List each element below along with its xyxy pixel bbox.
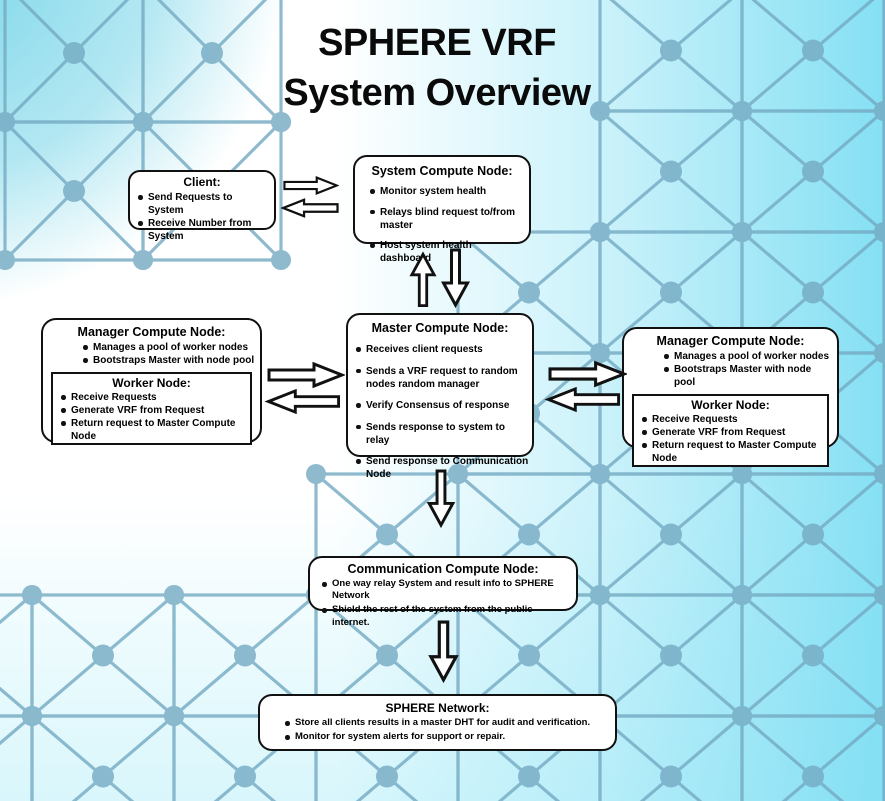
bullet-item: Relays blind request to/from master [370, 206, 525, 232]
arrow-master-to-system-up-icon [409, 251, 437, 308]
manager-compute-node-left-box: Manager Compute Node: Manages a pool of … [41, 318, 262, 445]
manager-right-title: Manager Compute Node: [656, 334, 805, 348]
bullet-item: Bootstraps Master with node pool [83, 354, 256, 367]
arrow-communication-to-sphere-down-icon [428, 620, 459, 683]
arrow-managerright-to-master-left-icon [544, 387, 621, 412]
bullet-item: Receives client requests [356, 343, 530, 356]
bullet-item: Shield the rest of the system from the p… [322, 604, 572, 629]
communication-node-title: Communication Compute Node: [347, 562, 539, 576]
bullet-item: Receive Number from System [138, 217, 270, 243]
sphere-network-title: SPHERE Network: [385, 701, 490, 715]
communication-compute-node-box: Communication Compute Node: One way rela… [308, 556, 578, 628]
bullet-item: Generate VRF from Request [61, 404, 246, 417]
arrow-system-to-client-left-icon [281, 198, 339, 218]
worker-left-title: Worker Node: [112, 376, 191, 390]
page-title-line2: System Overview [283, 72, 591, 114]
arrow-client-to-system-right-icon [283, 176, 339, 195]
bullet-item: Sends response to system to relay [356, 421, 530, 447]
arrow-master-to-managerleft-left-icon [264, 389, 341, 414]
client-node-title: Client: [183, 175, 221, 189]
manager-right-bullets: Manages a pool of worker nodes Bootstrap… [624, 350, 837, 389]
master-compute-node-box: Master Compute Node: Receives client req… [346, 313, 534, 480]
bullet-item: Verify Consensus of response [356, 399, 530, 412]
master-node-bullets: Receives client requests Sends a VRF req… [348, 343, 532, 481]
system-compute-node-title: System Compute Node: [371, 164, 513, 178]
bullet-item: Bootstraps Master with node pool [664, 363, 833, 389]
bullet-item: Sends a VRF request to random nodes rand… [356, 365, 530, 391]
bullet-item: Generate VRF from Request [642, 426, 823, 439]
system-compute-node-box: System Compute Node: Monitor system heal… [353, 155, 531, 264]
arrow-master-to-managerright-right-icon [548, 360, 627, 388]
client-node-bullets: Send Requests to System Receive Number f… [130, 191, 274, 243]
bullet-item: Send response to Communication Node [356, 455, 530, 481]
worker-node-right-box: Worker Node: Receive Requests Generate V… [632, 394, 829, 467]
worker-left-bullets: Receive Requests Generate VRF from Reque… [53, 391, 250, 443]
bullet-item: Return request to Master Compute Node [642, 439, 823, 465]
bullet-item: Send Requests to System [138, 191, 270, 217]
manager-compute-node-right-box: Manager Compute Node: Manages a pool of … [622, 327, 839, 467]
worker-right-bullets: Receive Requests Generate VRF from Reque… [634, 413, 827, 465]
sphere-network-bullets: Store all clients results in a master DH… [260, 717, 615, 744]
arrow-managerleft-to-master-right-icon [267, 361, 345, 389]
communication-node-bullets: One way relay System and result info to … [310, 578, 576, 629]
bullet-item: Return request to Master Compute Node [61, 417, 246, 443]
bullet-item: Manages a pool of worker nodes [664, 350, 833, 363]
page-title: SPHERE VRF System Overview [246, 18, 628, 118]
manager-left-bullets: Manages a pool of worker nodes Bootstrap… [43, 341, 260, 367]
system-compute-node-bullets: Monitor system health Relays blind reque… [355, 185, 529, 265]
sphere-network-box: SPHERE Network: Store all clients result… [258, 694, 617, 751]
worker-node-left-box: Worker Node: Receive Requests Generate V… [51, 372, 252, 445]
page-title-line1: SPHERE VRF [318, 22, 556, 64]
arrow-master-to-communication-down-icon [426, 469, 456, 528]
worker-right-title: Worker Node: [691, 398, 770, 412]
bullet-item: One way relay System and result info to … [322, 578, 572, 603]
bullet-item: Receive Requests [61, 391, 246, 404]
bullet-item: Store all clients results in a master DH… [285, 717, 611, 729]
manager-left-title: Manager Compute Node: [77, 325, 226, 339]
bullet-item: Host system health dashboard [370, 239, 525, 265]
arrow-system-to-master-down-icon [440, 248, 471, 308]
client-node-box: Client: Send Requests to System Receive … [128, 170, 276, 242]
bullet-item: Monitor for system alerts for support or… [285, 731, 611, 743]
bullet-item: Monitor system health [370, 185, 525, 198]
master-node-title: Master Compute Node: [371, 321, 509, 335]
bullet-item: Manages a pool of worker nodes [83, 341, 256, 354]
bullet-item: Receive Requests [642, 413, 823, 426]
